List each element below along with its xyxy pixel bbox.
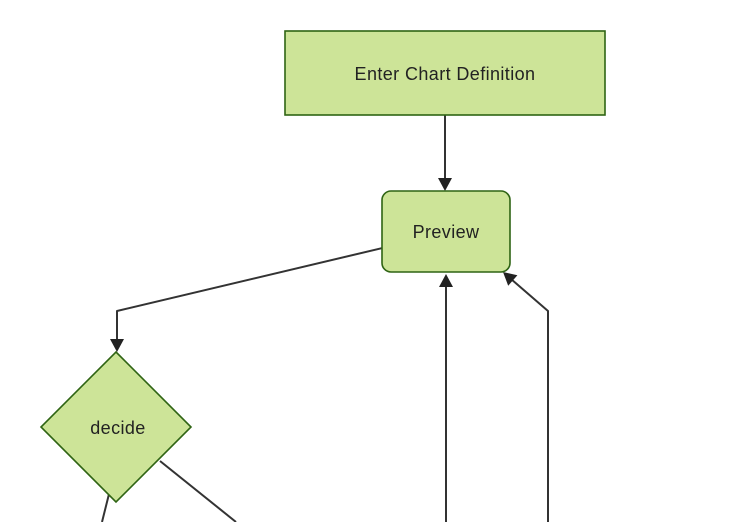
arrowhead-preview-top (438, 178, 452, 191)
arrowhead-preview-corner (503, 272, 518, 286)
node-decide-shape (39, 350, 193, 504)
arrowhead-preview-bottom (439, 274, 453, 287)
edge-bottomright-to-preview (510, 278, 549, 522)
node-enter-chart-definition-label: Enter Chart Definition (355, 64, 536, 84)
node-enter-chart-definition-shape (284, 30, 606, 116)
node-preview: Preview (381, 190, 511, 273)
edge-decide-out-right (159, 460, 237, 522)
edge-preview-to-decide (116, 247, 383, 340)
node-decide: decide (39, 350, 193, 504)
node-enter-chart-definition: Enter Chart Definition (284, 30, 606, 116)
arrowhead-decide-top (110, 339, 124, 352)
node-preview-label: Preview (413, 222, 480, 242)
node-preview-shape (381, 190, 511, 273)
node-decide-label: decide (90, 418, 145, 438)
